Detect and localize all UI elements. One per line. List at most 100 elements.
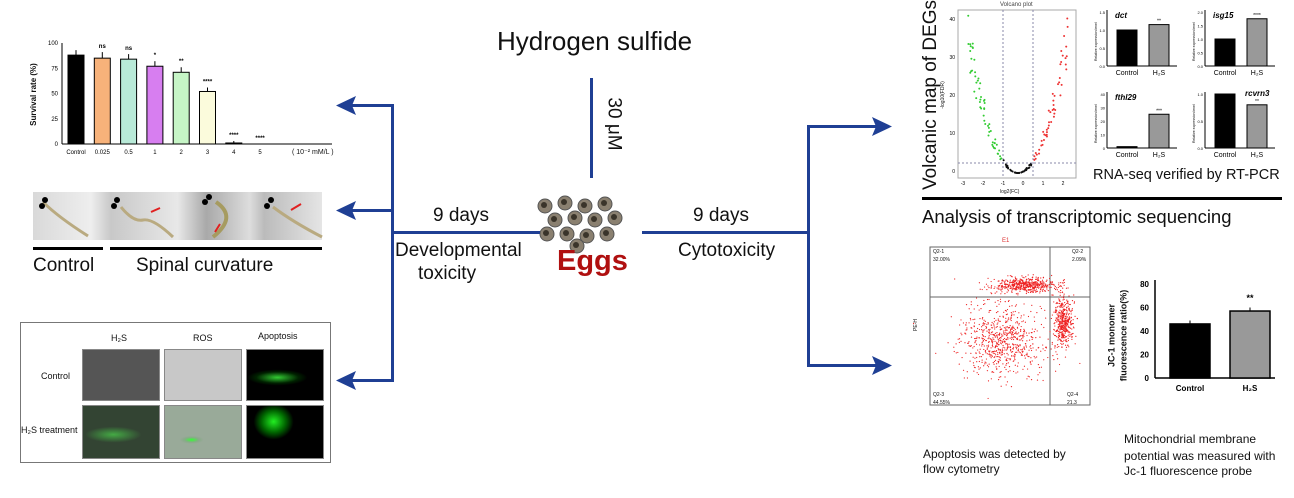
event [1051,318,1052,319]
event [1043,380,1044,381]
event [993,339,994,340]
point [999,158,1001,160]
event [1028,350,1029,351]
event [1017,294,1018,295]
event [971,327,972,328]
event [992,337,993,338]
y-tick: 0.0 [1197,64,1203,69]
event [1025,357,1026,358]
event [996,366,997,367]
point [979,82,981,84]
event [1013,330,1014,331]
event [991,372,992,373]
event [1058,327,1059,328]
event [1043,359,1044,360]
event [991,285,992,286]
event [980,289,981,290]
event [1031,281,1032,282]
event [1037,278,1038,279]
point [996,144,998,146]
y-tick: 0.5 [1099,46,1105,51]
event [1006,349,1007,350]
event [1060,285,1061,286]
event [1046,288,1047,289]
event [1041,285,1042,286]
control-label: Control [33,255,94,277]
event [990,334,991,335]
developmental-label: Developmental [395,240,522,262]
event [1037,330,1038,331]
event [1023,277,1024,278]
event [992,346,993,347]
event [1020,339,1021,340]
event [1001,386,1002,387]
event [976,361,977,362]
event [1028,316,1029,317]
point [1065,68,1067,70]
event [1056,311,1057,312]
event [1057,303,1058,304]
arrow-to-transcriptomics [808,125,876,128]
event [981,329,982,330]
event [1073,294,1074,295]
event [997,361,998,362]
arrow-to-morphology [352,209,392,212]
event [1042,289,1043,290]
event [974,330,975,331]
event [1004,284,1005,285]
bar [1230,311,1270,378]
event [1064,294,1065,295]
event [996,346,997,347]
event [992,331,993,332]
event [1017,327,1018,328]
event [1063,282,1064,283]
x-tick: Control [66,150,85,156]
event [991,378,992,379]
y-tick: 50 [51,92,58,98]
q2-label: Q2-2 [1072,249,1083,255]
event [988,323,989,324]
event [1030,345,1031,346]
event [981,362,982,363]
event [1065,304,1066,305]
y-tick: 0 [1103,146,1106,151]
event [1020,278,1021,279]
event [999,285,1000,286]
point [975,97,977,99]
event [1019,285,1020,286]
volcano-side-title: Volcanic map of DEGs [920,0,942,195]
event [974,338,975,339]
event [1069,327,1070,328]
event [1012,287,1013,288]
event [1037,285,1038,286]
event [1043,277,1044,278]
event [1030,292,1031,293]
event [1024,349,1025,350]
event [1024,331,1025,332]
point [1063,35,1065,37]
event [1008,354,1009,355]
event [1054,322,1055,323]
point [988,127,990,129]
event [989,351,990,352]
event [1010,337,1011,338]
event [1031,332,1032,333]
event [987,322,988,323]
event [1055,289,1056,290]
x-tick: H₂S [1153,152,1166,159]
point [1053,113,1055,115]
point [1065,57,1067,59]
event [1058,313,1059,314]
event [1006,360,1007,361]
event [1067,320,1068,321]
event [1061,305,1062,306]
event [1009,370,1010,371]
event [1016,344,1017,345]
event [970,319,971,320]
event [999,372,1000,373]
event [1010,325,1011,326]
event [978,368,979,369]
event [1054,347,1055,348]
event [1059,313,1060,314]
event [1054,288,1055,289]
